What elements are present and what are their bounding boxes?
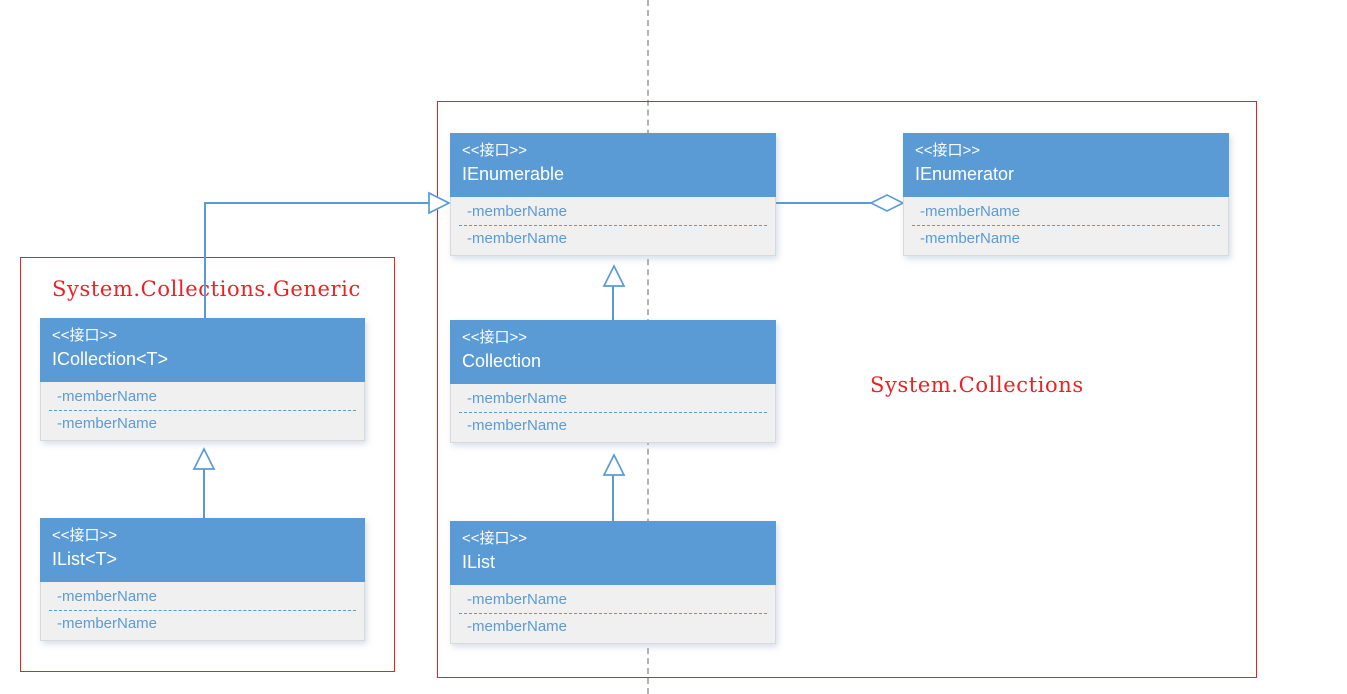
class-body-ilist: -memberName -memberName xyxy=(450,585,776,644)
class-body-ilist-t: -memberName -memberName xyxy=(40,582,365,641)
class-body-ienumerator: -memberName -memberName xyxy=(903,197,1229,256)
member-separator xyxy=(49,610,356,611)
generalization-arrowhead-icollection-t xyxy=(192,447,216,470)
class-member: -memberName xyxy=(57,588,158,605)
class-box-ienumerable[interactable]: <<接口>> IEnumerable -memberName -memberNa… xyxy=(450,133,776,256)
member-separator xyxy=(459,613,767,614)
class-stereotype-collection: <<接口>> xyxy=(462,329,528,346)
class-body-icollection-t: -memberName -memberName xyxy=(40,382,365,441)
class-member: -memberName xyxy=(57,615,158,632)
member-separator xyxy=(459,225,767,226)
class-name-ilist-t: IList<T> xyxy=(52,549,118,569)
class-stereotype-icollection-t: <<接口>> xyxy=(52,327,118,344)
class-box-ilist[interactable]: <<接口>> IList -memberName -memberName xyxy=(450,521,776,644)
connector-icollection-to-ienumerable-vertical xyxy=(204,203,206,320)
class-body-ienumerable: -memberName -memberName xyxy=(450,197,776,256)
class-member: -memberName xyxy=(467,203,568,220)
member-separator xyxy=(459,412,767,413)
namespace-box-system-collections-generic xyxy=(20,257,395,672)
connector-ienumerable-to-ienumerator-line xyxy=(776,202,904,204)
class-header-ilist-t: <<接口>> IList<T> xyxy=(40,518,365,582)
generalization-arrowhead-collection xyxy=(602,453,626,476)
class-member: -memberName xyxy=(467,230,568,247)
class-member: -memberName xyxy=(467,417,568,434)
connector-ilist-t-to-icollection-t-line xyxy=(203,466,205,521)
class-name-icollection-t: ICollection<T> xyxy=(52,349,169,369)
generalization-arrowhead-ienumerable xyxy=(602,264,626,287)
member-separator xyxy=(49,410,356,411)
class-box-collection[interactable]: <<接口>> Collection -memberName -memberNam… xyxy=(450,320,776,443)
class-name-ienumerable: IEnumerable xyxy=(462,164,565,184)
class-header-icollection-t: <<接口>> ICollection<T> xyxy=(40,318,365,382)
class-stereotype-ienumerable: <<接口>> xyxy=(462,142,528,159)
class-box-ienumerator[interactable]: <<接口>> IEnumerator -memberName -memberNa… xyxy=(903,133,1229,256)
class-header-ienumerable: <<接口>> IEnumerable xyxy=(450,133,776,197)
class-header-ienumerator: <<接口>> IEnumerator xyxy=(903,133,1229,197)
namespace-label-system-collections-generic: System.Collections.Generic xyxy=(52,277,361,301)
class-header-collection: <<接口>> Collection xyxy=(450,320,776,384)
class-body-collection: -memberName -memberName xyxy=(450,384,776,443)
namespace-label-system-collections: System.Collections xyxy=(870,373,1084,397)
connector-ilist-to-collection-line xyxy=(612,472,614,523)
class-name-ienumerator: IEnumerator xyxy=(915,164,1015,184)
connector-collection-to-ienumerable-line xyxy=(612,283,614,320)
class-header-ilist: <<接口>> IList xyxy=(450,521,776,585)
member-separator xyxy=(912,225,1220,226)
class-stereotype-ienumerator: <<接口>> xyxy=(915,142,981,159)
class-member: -memberName xyxy=(57,415,158,432)
class-member: -memberName xyxy=(467,591,568,608)
class-member: -memberName xyxy=(467,390,568,407)
class-box-icollection-t[interactable]: <<接口>> ICollection<T> -memberName -membe… xyxy=(40,318,365,441)
class-name-collection: Collection xyxy=(462,351,542,371)
class-stereotype-ilist-t: <<接口>> xyxy=(52,527,118,544)
class-member: -memberName xyxy=(467,618,568,635)
class-name-ilist: IList xyxy=(462,552,496,572)
class-box-ilist-t[interactable]: <<接口>> IList<T> -memberName -memberName xyxy=(40,518,365,641)
class-member: -memberName xyxy=(57,388,158,405)
class-member: -memberName xyxy=(920,230,1021,247)
connector-icollection-to-ienumerable-horizontal xyxy=(204,202,432,204)
realization-arrowhead-ienumerable xyxy=(428,191,451,215)
class-stereotype-ilist: <<接口>> xyxy=(462,530,528,547)
class-member: -memberName xyxy=(920,203,1021,220)
namespace-box-system-collections xyxy=(437,101,1257,678)
